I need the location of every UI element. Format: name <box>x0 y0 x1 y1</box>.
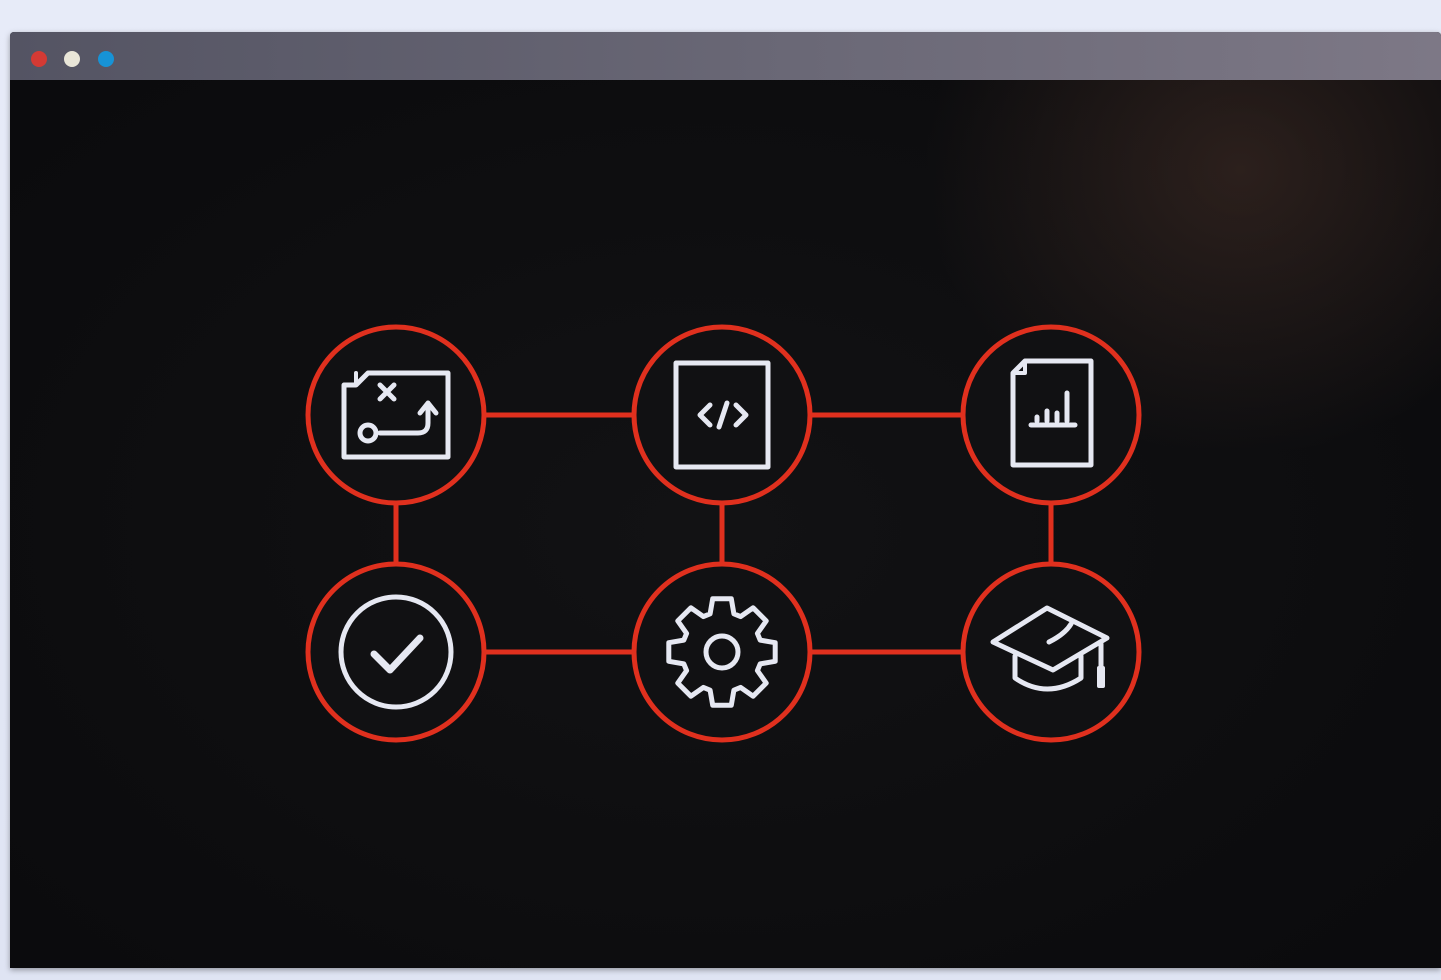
gear-icon <box>666 596 778 708</box>
graduation-cap-icon <box>990 605 1110 692</box>
node-code[interactable] <box>631 324 813 506</box>
node-strategy[interactable] <box>305 324 487 506</box>
node-education[interactable] <box>960 561 1142 743</box>
report-chart-icon <box>1010 358 1094 468</box>
process-icon-diagram <box>305 324 1142 743</box>
node-ring <box>305 561 487 743</box>
minimize-window-button[interactable] <box>64 51 80 67</box>
strategy-plan-icon <box>341 370 451 460</box>
check-circle-icon <box>338 594 454 710</box>
node-ring <box>960 561 1142 743</box>
code-document-icon <box>673 360 771 470</box>
window-content <box>10 80 1441 968</box>
node-ring <box>960 324 1142 506</box>
node-settings[interactable] <box>631 561 813 743</box>
node-ring <box>305 324 487 506</box>
node-ring <box>631 561 813 743</box>
close-window-button[interactable] <box>31 51 47 67</box>
maximize-window-button[interactable] <box>98 51 114 67</box>
window-titlebar[interactable] <box>10 32 1441 80</box>
app-window <box>10 32 1441 968</box>
node-check[interactable] <box>305 561 487 743</box>
tassel <box>1097 666 1105 688</box>
node-report[interactable] <box>960 324 1142 506</box>
